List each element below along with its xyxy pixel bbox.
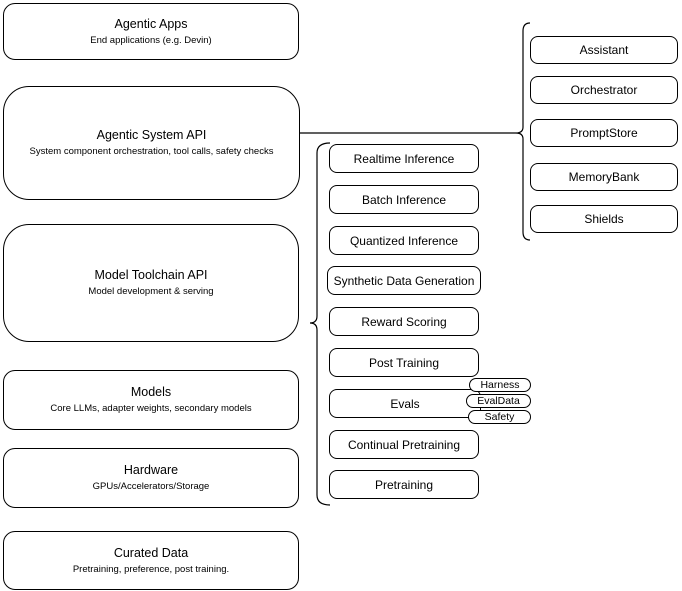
synthetic-data-generation-box[interactable]: Synthetic Data Generation [327, 266, 481, 295]
orchestrator-box[interactable]: Orchestrator [530, 76, 678, 104]
model-toolchain-api-box[interactable]: Model Toolchain API Model development & s… [3, 224, 299, 342]
quantized-inference-box[interactable]: Quantized Inference [329, 226, 479, 255]
agentic-system-api-box[interactable]: Agentic System API System component orche… [3, 86, 300, 200]
models-subtitle: Core LLMs, adapter weights, secondary mo… [50, 403, 252, 415]
assistant-box[interactable]: Assistant [530, 36, 678, 64]
realtime-inference-box[interactable]: Realtime Inference [329, 144, 479, 173]
safety-pill[interactable]: Safety [468, 410, 531, 424]
evals-box[interactable]: Evals [329, 389, 481, 418]
model-toolchain-api-title: Model Toolchain API [94, 268, 208, 283]
promptstore-box[interactable]: PromptStore [530, 119, 678, 147]
continual-pretraining-box[interactable]: Continual Pretraining [329, 430, 479, 459]
hardware-subtitle: GPUs/Accelerators/Storage [92, 481, 210, 493]
curated-data-subtitle: Pretraining, preference, post training. [72, 563, 230, 575]
system-components-brace [515, 22, 531, 241]
pretraining-box[interactable]: Pretraining [329, 470, 479, 499]
toolchain-services-brace [309, 142, 331, 506]
reward-scoring-box[interactable]: Reward Scoring [329, 307, 479, 336]
models-title: Models [130, 385, 172, 400]
agentic-system-api-title: Agentic System API [96, 128, 207, 143]
batch-inference-box[interactable]: Batch Inference [329, 185, 479, 214]
agentic-system-api-subtitle: System component orchestration, tool cal… [29, 146, 274, 158]
memorybank-box[interactable]: MemoryBank [530, 163, 678, 191]
harness-pill[interactable]: Harness [469, 378, 531, 392]
hardware-title: Hardware [123, 463, 179, 478]
post-training-box[interactable]: Post Training [329, 348, 479, 377]
agentic-apps-subtitle: End applications (e.g. Devin) [90, 34, 212, 46]
curated-data-title: Curated Data [113, 545, 189, 560]
evaldata-pill[interactable]: EvalData [466, 394, 531, 408]
agentic-apps-title: Agentic Apps [114, 16, 188, 31]
model-toolchain-api-subtitle: Model development & serving [88, 286, 214, 298]
shields-box[interactable]: Shields [530, 205, 678, 233]
